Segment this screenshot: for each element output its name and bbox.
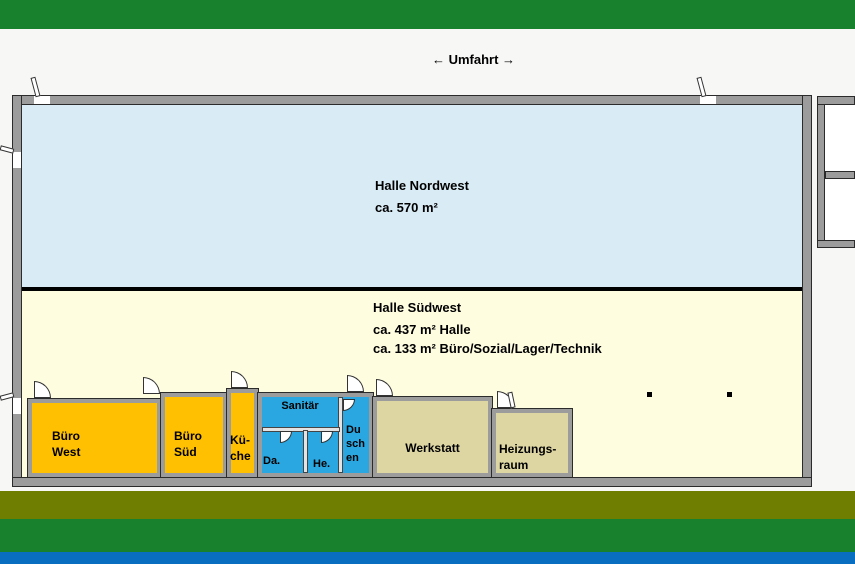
umfahrt-label: ← Umfahrt →: [432, 52, 516, 67]
building-right-wall: [802, 95, 812, 487]
herren-label: He.: [313, 458, 331, 470]
label-line: Büro: [52, 429, 80, 443]
label-line: Büro: [174, 429, 202, 443]
label-line: en: [346, 452, 359, 464]
room-buero-west: [27, 398, 162, 478]
hall-suedwest-size-halle: ca. 437 m² Halle: [373, 322, 471, 337]
door-opening: [13, 152, 21, 168]
annex-left-wall: [817, 96, 825, 248]
label-line: Heizungs-: [499, 442, 557, 456]
door-opening: [700, 96, 716, 104]
building-bottom-wall: [12, 477, 812, 487]
room-sanitaer: [257, 392, 374, 478]
hall-suedwest-size-buero: ca. 133 m² Büro/Sozial/Lager/Technik: [373, 341, 602, 356]
room-buero-west-label: Büro West: [52, 428, 80, 460]
annex-room-lower: [825, 179, 855, 240]
annex-mid-wall: [825, 171, 855, 179]
room-buero-sued: [160, 392, 228, 478]
room-buero-sued-label: Büro Süd: [174, 428, 202, 460]
label-line: che: [230, 449, 251, 463]
label-line: West: [52, 445, 81, 459]
door-opening: [34, 96, 50, 104]
damen-label: Da.: [263, 455, 281, 467]
bottom-green-band: [0, 519, 855, 552]
room-kueche-label: Kü- che: [230, 432, 251, 464]
olive-strip: [0, 491, 855, 519]
annex-bottom-wall: [817, 240, 855, 248]
door-opening: [13, 398, 21, 414]
column-marker: [727, 392, 732, 397]
annex-top-wall: [817, 96, 855, 105]
duschen-label: Du sch en: [346, 423, 365, 465]
sanitaer-partition: [262, 427, 340, 432]
room-kueche: [226, 388, 259, 478]
top-green-band: [0, 0, 855, 29]
label-line: Kü-: [230, 433, 250, 447]
sanitaer-partition: [303, 430, 308, 473]
column-marker: [647, 392, 652, 397]
hall-suedwest-name: Halle Südwest: [373, 300, 462, 315]
room-heizungsraum-label: Heizungs- raum: [499, 441, 556, 473]
room-werkstatt-label: Werkstatt: [405, 441, 460, 455]
room-heizungsraum: [491, 408, 573, 478]
sanitaer-partition: [338, 397, 343, 473]
bottom-blue-band: [0, 552, 855, 564]
label-line: Du: [346, 424, 361, 436]
annex-room-upper: [825, 105, 855, 171]
label-line: Süd: [174, 445, 197, 459]
room-werkstatt: [372, 396, 493, 478]
label-line: sch: [346, 438, 365, 450]
room-sanitaer-label: Sanitär: [281, 400, 319, 412]
building-top-wall: [12, 95, 812, 105]
label-line: raum: [499, 458, 529, 472]
hall-divider-wall: [22, 287, 802, 291]
hall-nordwest-name: Halle Nordwest: [375, 178, 469, 193]
hall-nordwest-area: [22, 105, 802, 287]
hall-nordwest-size: ca. 570 m²: [375, 200, 438, 215]
